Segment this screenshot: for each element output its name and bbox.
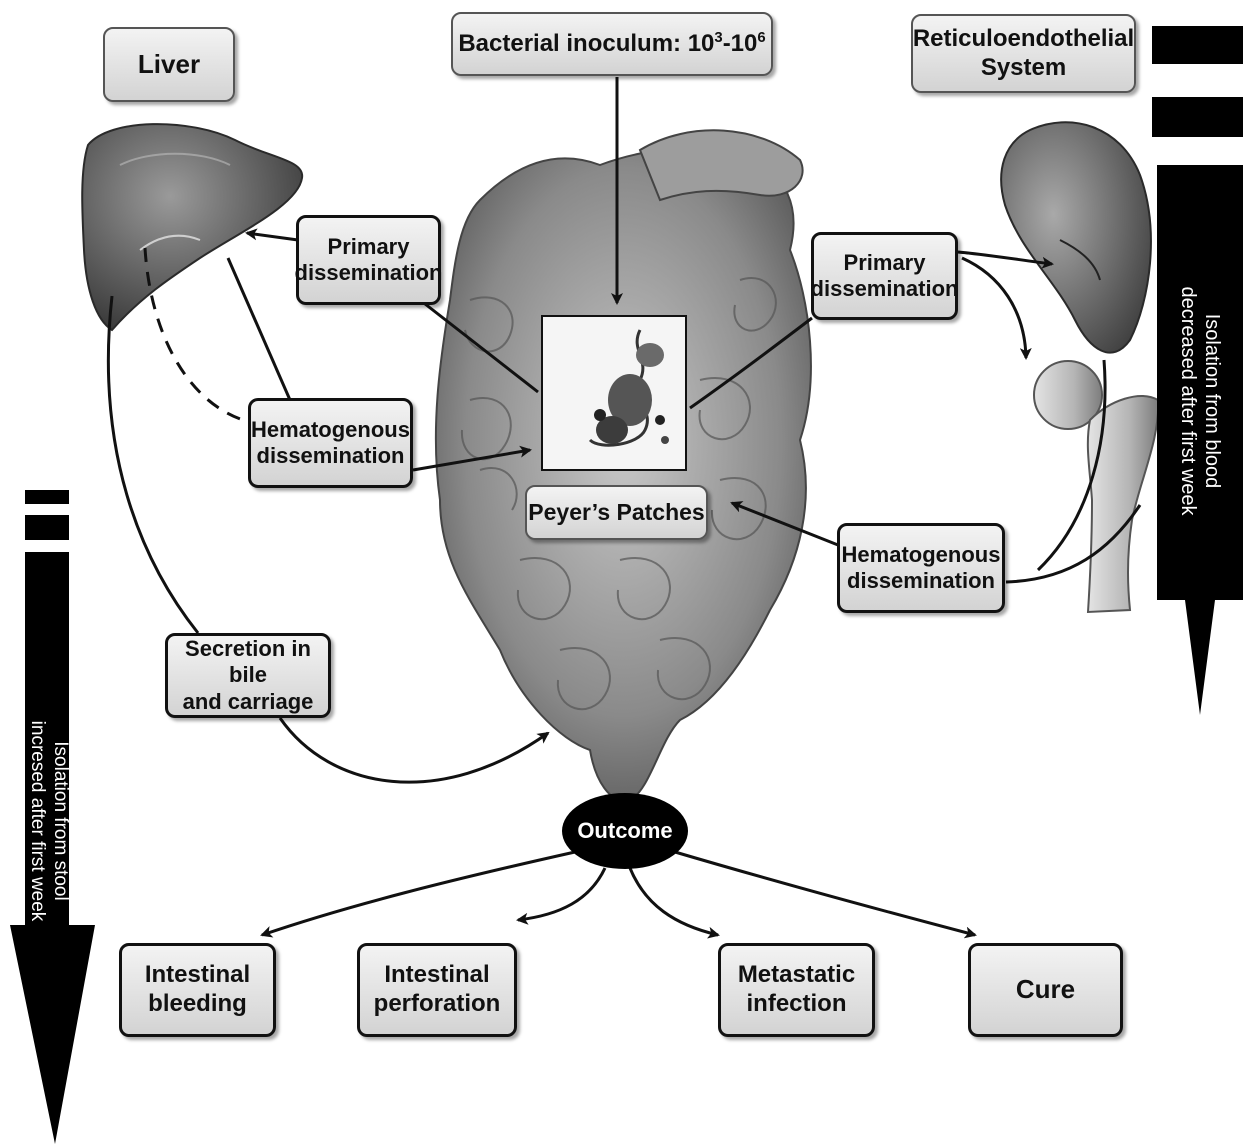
peyers-patches-box: Peyer’s Patches bbox=[525, 485, 708, 540]
liver-to-secretion-line bbox=[108, 296, 198, 633]
outcome-to-metastatic-arrow bbox=[630, 868, 718, 935]
blood-isolation-label: Isolation from blood decreased after fir… bbox=[1162, 211, 1224, 591]
outcome-to-bleeding-arrow bbox=[262, 852, 575, 935]
hemato-left-to-peyers-arrow bbox=[413, 450, 530, 470]
liver-label-box: Liver bbox=[103, 27, 235, 102]
inoculum-text: Bacterial inoculum: 103-106 bbox=[458, 30, 765, 59]
femur-to-hemato-right-line bbox=[1006, 505, 1140, 582]
reticuloendothelial-box: Reticuloendothelial System bbox=[911, 14, 1136, 93]
secretion-in-bile-box: Secretion in bile and carriage bbox=[165, 633, 331, 718]
hematogenous-dissemination-left-box: Hematogenous dissemination bbox=[248, 398, 413, 488]
stool-isolation-label: Isolation from stool incresed after firs… bbox=[9, 631, 71, 1011]
primary-right-to-femur-arrow bbox=[962, 258, 1026, 358]
primary-dissemination-right-box: Primary dissemination bbox=[811, 232, 958, 320]
inoculum-box: Bacterial inoculum: 103-106 bbox=[451, 12, 773, 76]
outcome-intestinal-bleeding-box: Intestinal bleeding bbox=[119, 943, 276, 1037]
outcome-metastatic-infection-box: Metastatic infection bbox=[718, 943, 875, 1037]
hematogenous-dissemination-right-box: Hematogenous dissemination bbox=[837, 523, 1005, 613]
outcome-label: Outcome bbox=[566, 811, 684, 851]
primary-dissemination-left-box: Primary dissemination bbox=[296, 215, 441, 305]
primary-left-to-liver-arrow bbox=[247, 233, 298, 240]
outcome-intestinal-perforation-box: Intestinal perforation bbox=[357, 943, 517, 1037]
hemato-right-to-peyers-arrow bbox=[732, 503, 838, 545]
hemato-left-dashed-line bbox=[145, 248, 243, 420]
secretion-to-intestine-arrow bbox=[280, 718, 548, 782]
outcome-cure-box: Cure bbox=[968, 943, 1123, 1037]
primary-left-from-peyers-line bbox=[420, 300, 538, 392]
spleen-to-hemato-right-line bbox=[1038, 360, 1105, 570]
primary-right-from-peyers-line bbox=[690, 318, 812, 408]
liver-to-hemato-left-line bbox=[228, 258, 290, 400]
outcome-to-perforation-arrow bbox=[518, 868, 605, 920]
outcome-to-cure-arrow bbox=[675, 852, 975, 935]
